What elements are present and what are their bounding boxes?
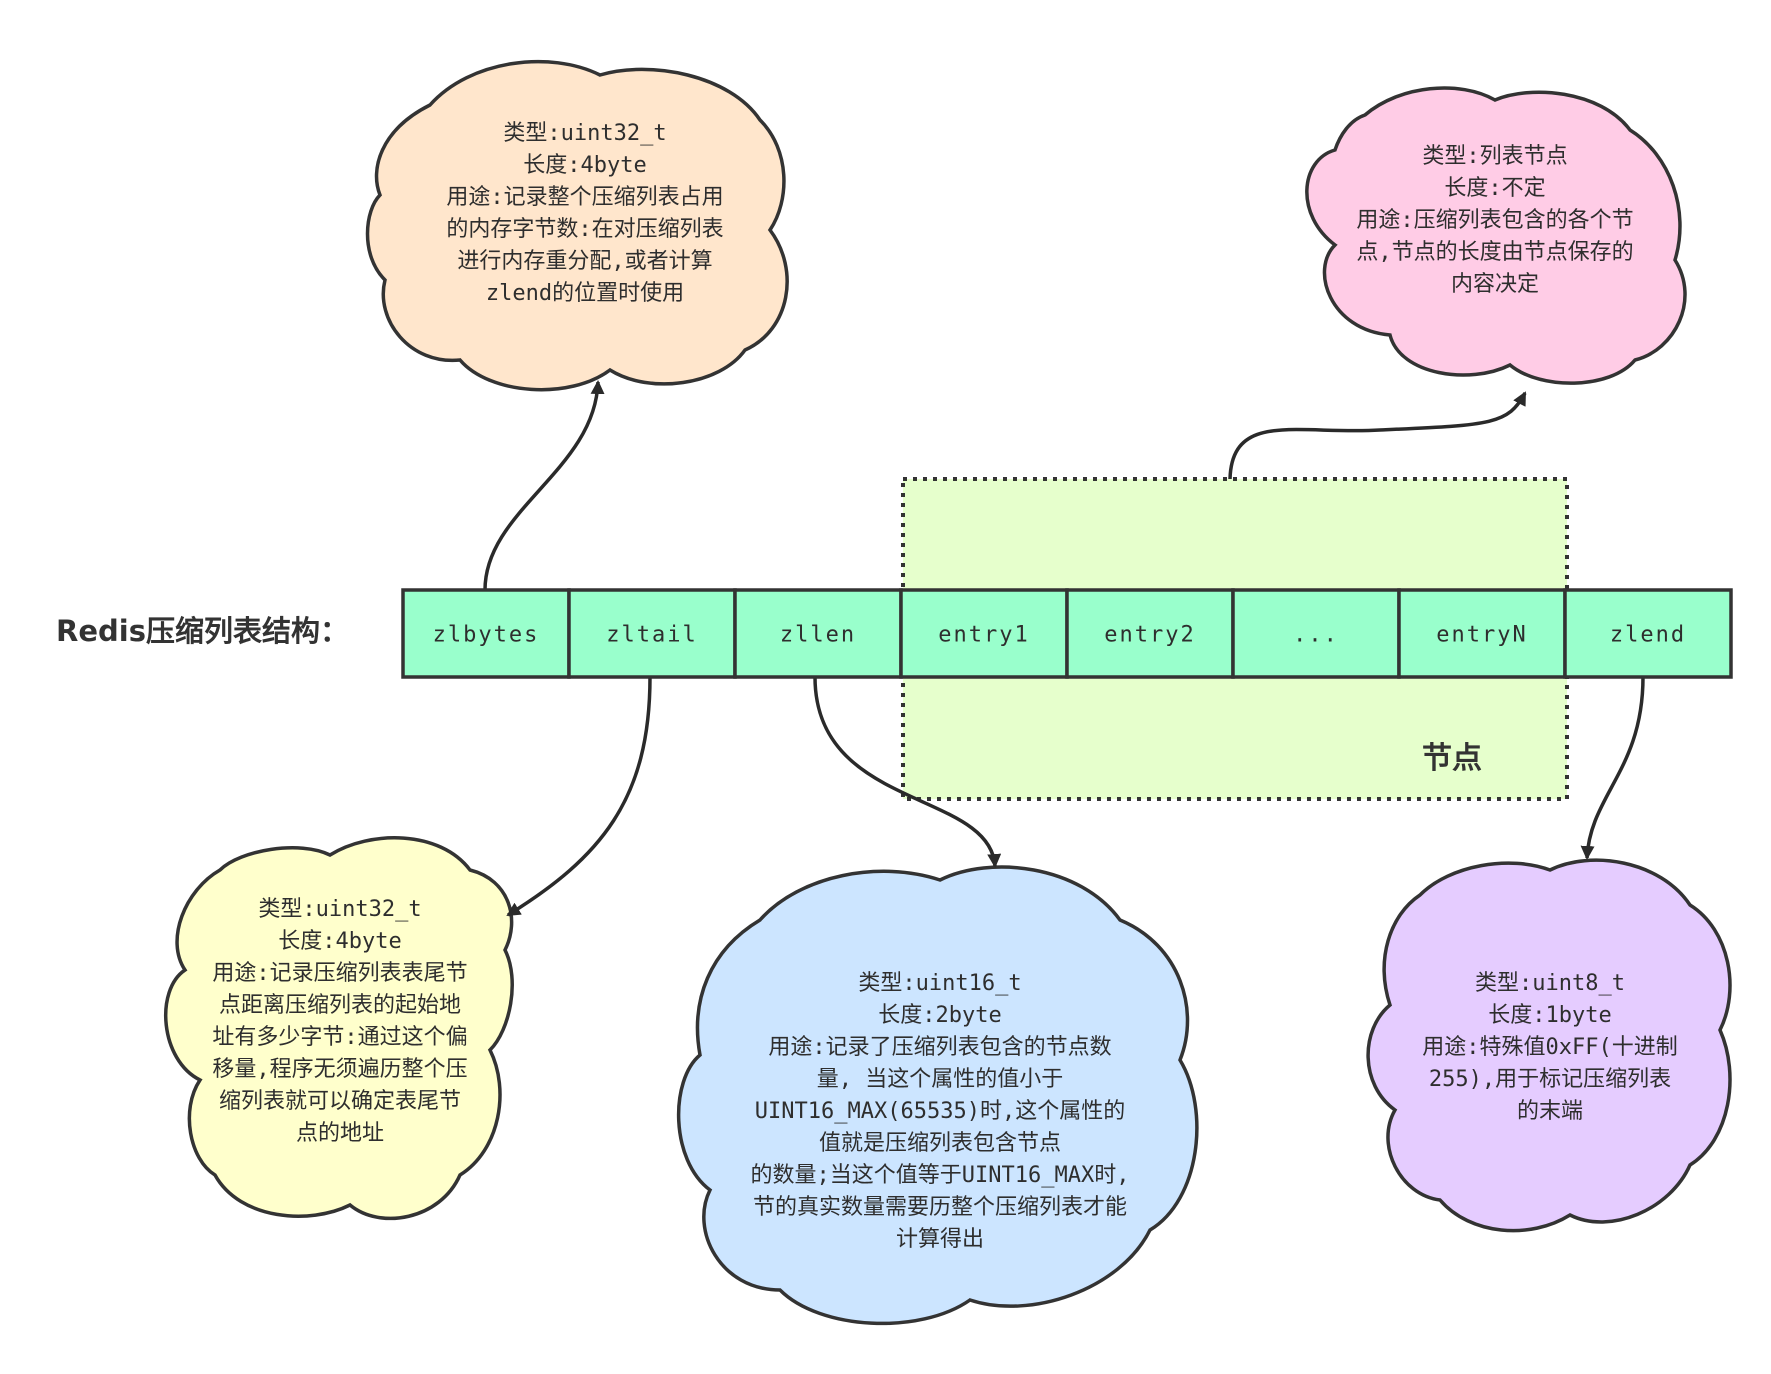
note-line: 类型:uint8_t [1475,971,1625,996]
entry-note-cloud [1305,86,1687,385]
note-line: 址有多少字节:通过这个偏 [212,1025,468,1050]
note-line: 长度:4byte [523,153,647,178]
cell-label: zllen [780,623,856,648]
cell-label: entryN [1436,623,1527,648]
note-line: 量, 当这个属性的值小于 [816,1067,1064,1092]
entry-connector [1228,391,1527,480]
note-line: 点距离压缩列表的起始地 [218,993,461,1018]
note-line: 值就是压缩列表包含节点 [818,1131,1061,1156]
node-group-label: 节点 [1422,741,1482,776]
cell-label: zlbytes [433,623,540,648]
note-line: 内容决定 [1450,272,1539,297]
cell-zlbytes [401,588,571,679]
note-line: 计算得出 [895,1227,984,1252]
entry-note-text: 类型:列表节点 长度:不定 用途:压缩列表包含的各个节 点,节点的长度由节点保存… [1305,141,1685,301]
note-line: 点的地址 [295,1121,384,1146]
note-line: zlend的位置时使用 [485,281,685,306]
cell-zlend [1563,588,1733,679]
note-line: 的数量;当这个值等于UINT16_MAX时, [750,1163,1130,1188]
note-line: 类型:列表节点 [1422,144,1568,169]
note-line: 用途:记录了压缩列表包含的节点数 [768,1035,1112,1060]
zlbytes-note-cloud [365,59,789,392]
note-line: 255),用于标记压缩列表 [1428,1067,1672,1092]
zllen-note-text: 类型:uint16_t 长度:2byte 用途:记录了压缩列表包含的节点数 量,… [690,968,1190,1256]
zlbytes-connector [483,380,605,591]
cell-entryN [1397,588,1567,679]
cell-label: ... [1293,623,1339,648]
cell-entry2 [1065,588,1235,679]
zltail-note-text: 类型:uint32_t 长度:4byte 用途:记录压缩列表表尾节 点距离压缩列… [170,894,510,1150]
note-line: 用途:压缩列表包含的各个节 [1356,208,1634,233]
note-line: 的内存字节数:在对压缩列表 [446,217,724,242]
zltail-connector [506,676,652,917]
note-line: 长度:1byte [1488,1003,1612,1028]
zllen-connector [813,676,1002,868]
note-line: 的末端 [1516,1099,1583,1124]
zltail-note-cloud [164,836,514,1221]
cell-label: zltail [606,623,697,648]
note-line: UINT16_MAX(65535)时,这个属性的 [754,1099,1126,1124]
note-line: 类型:uint32_t [258,897,422,922]
ziplist-row: zlbytes zltail zllen entry1 entry2... entryN z… [401,588,1733,679]
cell-zllen [733,588,903,679]
zlend-note-text: 类型:uint8_t 长度:1byte 用途:特殊值0xFF(十进制 255),… [1380,968,1720,1128]
note-line: 移量,程序无须遍历整个压 [212,1057,468,1082]
note-line: 长度:不定 [1444,176,1546,201]
note-line: 点,节点的长度由节点保存的 [1356,240,1634,265]
zllen-note-cloud [676,865,1199,1326]
note-line: 缩列表就可以确定表尾节 [218,1089,461,1114]
diagram-title: Redis压缩列表结构： [56,614,349,648]
note-line: 节的真实数量需要历整个压缩列表才能 [752,1195,1127,1220]
note-line: 类型:uint32_t [503,121,667,146]
note-line: 进行内存重分配,或者计算 [457,249,713,274]
note-line: 类型:uint16_t [858,971,1022,996]
cell-zltail [567,588,737,679]
note-line: 长度:2byte [878,1003,1002,1028]
note-line: 长度:4byte [278,929,402,954]
cell-ellipsis [1231,588,1401,679]
zlbytes-note-text: 类型:uint32_t 长度:4byte 用途:记录整个压缩列表占用 的内存字节… [395,118,775,310]
zlend-note-cloud [1366,858,1732,1233]
cell-label: entry1 [938,623,1029,648]
note-line: 用途:特殊值0xFF(十进制 [1422,1035,1678,1060]
note-line: 用途:记录整个压缩列表占用 [446,185,724,210]
note-line: 用途:记录压缩列表表尾节 [212,961,468,986]
cell-label: entry2 [1104,623,1195,648]
zlend-connector [1580,676,1645,860]
cell-label: zlend [1610,623,1686,648]
